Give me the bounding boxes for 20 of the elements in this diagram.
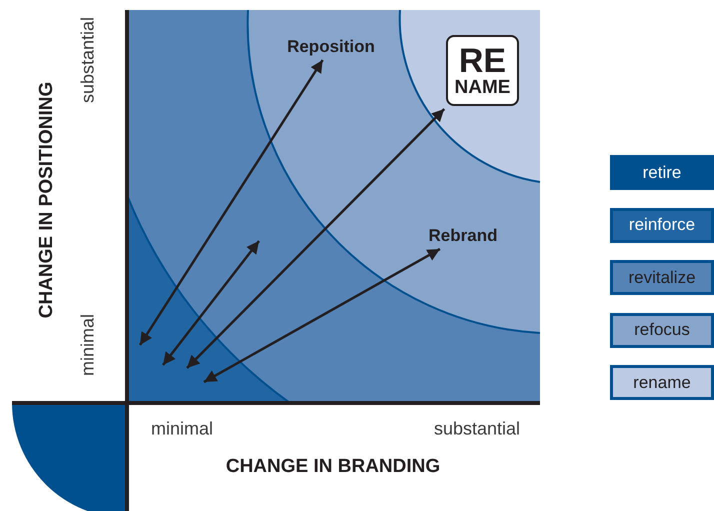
axis-title: CHANGE IN POSITIONING: [36, 82, 58, 318]
double-arrow: [186, 108, 446, 369]
name-box: [446, 35, 519, 106]
legend-key: refocus: [610, 312, 714, 348]
legend-key: revitalize: [610, 260, 714, 295]
box-label: NAME: [454, 78, 510, 97]
legend-key: retire: [610, 155, 714, 190]
legend-key: reinforce: [610, 208, 714, 242]
double-arrow: [162, 240, 260, 366]
region-label: Reposition: [287, 37, 375, 57]
axis-tick-label: minimal: [78, 314, 98, 376]
axis-tick-label: minimal: [151, 418, 213, 440]
axis-tick-label: substantial: [78, 16, 98, 104]
axis-tick-label: substantial: [434, 418, 520, 440]
axis-title: CHANGE IN BRANDING: [226, 456, 440, 478]
double-arrow: [138, 59, 324, 346]
double-arrow: [203, 248, 441, 384]
region-label: Rebrand: [428, 226, 498, 246]
box-label: RE: [458, 44, 506, 78]
legend-key: rename: [610, 365, 714, 400]
